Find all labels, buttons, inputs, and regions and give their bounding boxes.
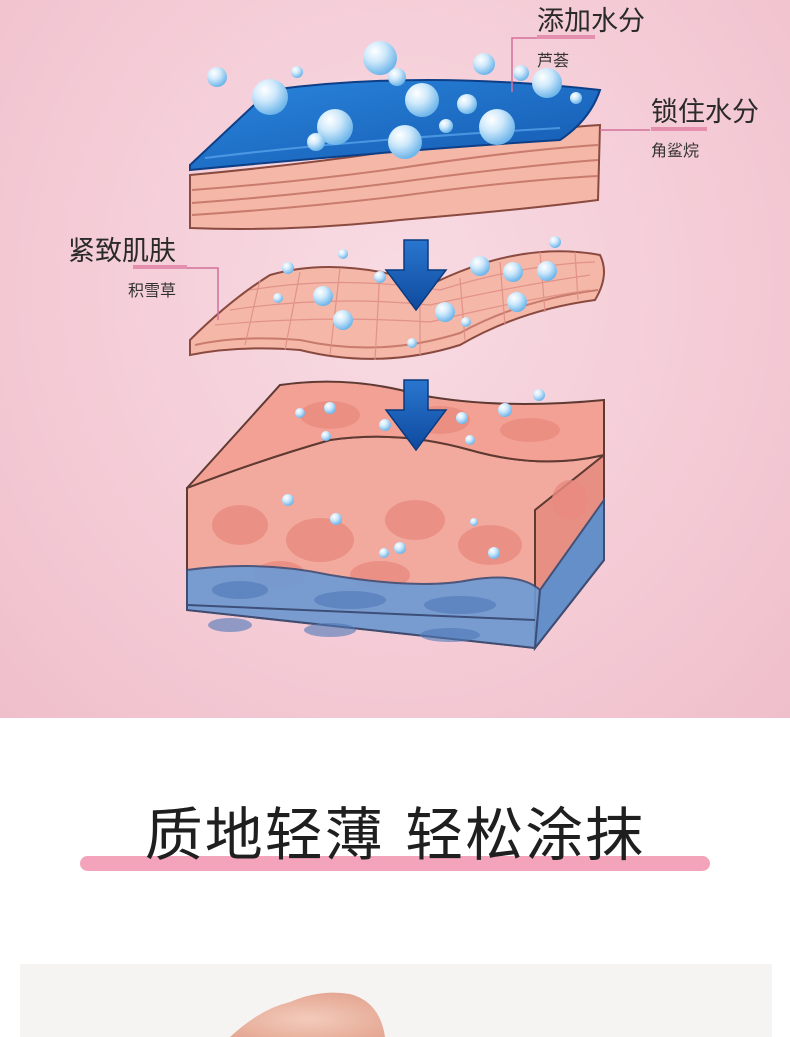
skin-layers-illustration: 添加水分 芦荟 锁住水分 角鲨烷 紧致肌肤 积雪草 [0,0,790,718]
label-underlines [133,35,707,269]
skin-layers-art [133,35,707,652]
dermis-block [186,380,605,652]
fingertip-image [230,992,385,1037]
heading-highlight-bar [80,856,710,871]
moisture-bubbles [207,41,582,159]
add-moisture-ingredient: 芦荟 [537,51,570,70]
product-photo [20,964,772,1037]
firm-skin-title: 紧致肌肤 [68,236,176,267]
down-arrow-icon [384,239,448,312]
down-arrow-icon [384,379,448,452]
add-moisture-title: 添加水分 [537,6,645,37]
firm-skin-ingredient: 积雪草 [128,281,177,300]
top-skin-sheet [189,123,602,230]
lock-moisture-ingredient: 角鲨烷 [651,141,700,160]
dermis-bubbles [282,389,545,559]
lock-moisture-title: 锁住水分 [651,97,759,128]
texture-heading: 质地轻薄 轻松涂抹 [144,801,646,869]
texture-section [0,718,790,964]
collagen-sheet [189,250,605,361]
collagen-bubbles [273,236,561,348]
